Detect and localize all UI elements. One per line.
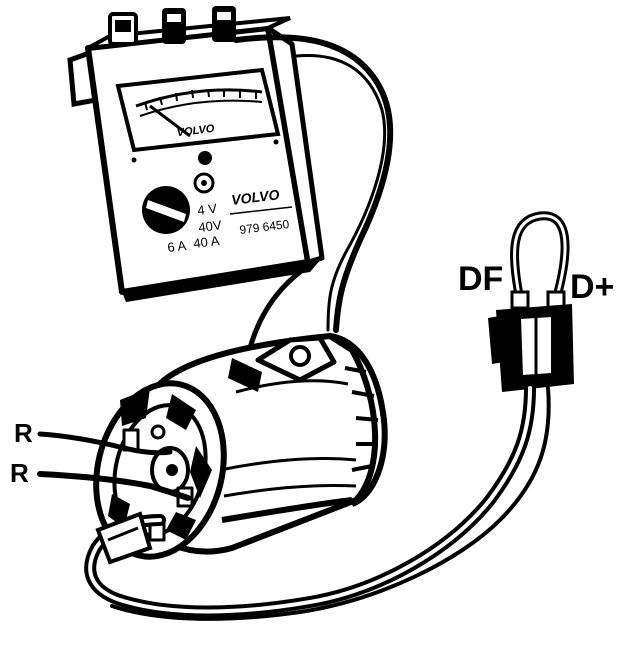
meter-dial: VOLVO xyxy=(115,67,281,153)
range-40a-label: 40 A xyxy=(193,233,221,251)
part-number-text: 979 6450 xyxy=(239,217,291,237)
range-40v-label: 40V xyxy=(198,217,223,235)
dplus-label: D+ xyxy=(570,268,615,306)
range-4v-label: 4 V xyxy=(197,201,219,218)
df-label: DF xyxy=(458,260,504,298)
meter-brand-text: VOLVO xyxy=(230,186,280,208)
range-labels: 4 V 40V 40 A 6 A xyxy=(167,201,223,255)
test-meter: VOLVO 4 V 40V 40 A 6 A VOLVO 979 6450 xyxy=(67,6,325,302)
r-wires xyxy=(37,431,191,501)
r-label-top: R xyxy=(14,418,33,448)
df-dplus-connector xyxy=(84,211,574,621)
meter-terminals xyxy=(108,6,236,46)
range-6a-label: 6 A xyxy=(167,238,188,255)
range-selector-knob xyxy=(142,172,215,234)
alternator-end-plate xyxy=(93,380,227,560)
r-label-bottom: R xyxy=(10,458,29,488)
dial-brand-text: VOLVO xyxy=(176,123,216,140)
zero-adjust-knob xyxy=(198,151,212,165)
